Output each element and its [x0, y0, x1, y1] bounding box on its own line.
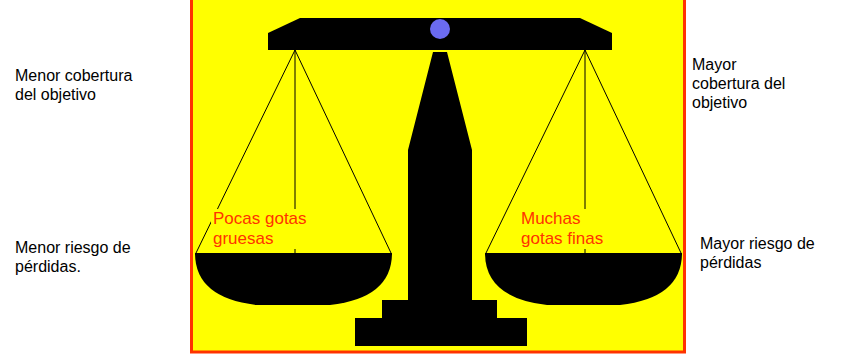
pivot-dot [430, 19, 450, 39]
pan-bowl-shape [485, 253, 682, 305]
side-label: Mayor cobertura del objetivo [692, 55, 804, 112]
pan-text-area: Pocas gotas gruesas [195, 205, 392, 249]
scale-pan: Muchas gotas finas [485, 205, 682, 305]
pan-text: Muchas gotas finas [519, 209, 623, 249]
pan-text-area: Muchas gotas finas [485, 205, 682, 249]
scale-pan: Pocas gotas gruesas [195, 205, 392, 305]
balance-beam [268, 18, 612, 50]
yellow-panel [192, 0, 685, 352]
side-label: Menor riesgo de pérdidas. [15, 238, 155, 276]
side-label: Mayor riesgo de pérdidas [700, 234, 840, 272]
balance-post [355, 52, 527, 346]
side-label: Menor cobertura del objetivo [15, 66, 155, 104]
pan-bowl-shape [195, 253, 392, 305]
pan-text: Pocas gotas gruesas [211, 209, 345, 249]
